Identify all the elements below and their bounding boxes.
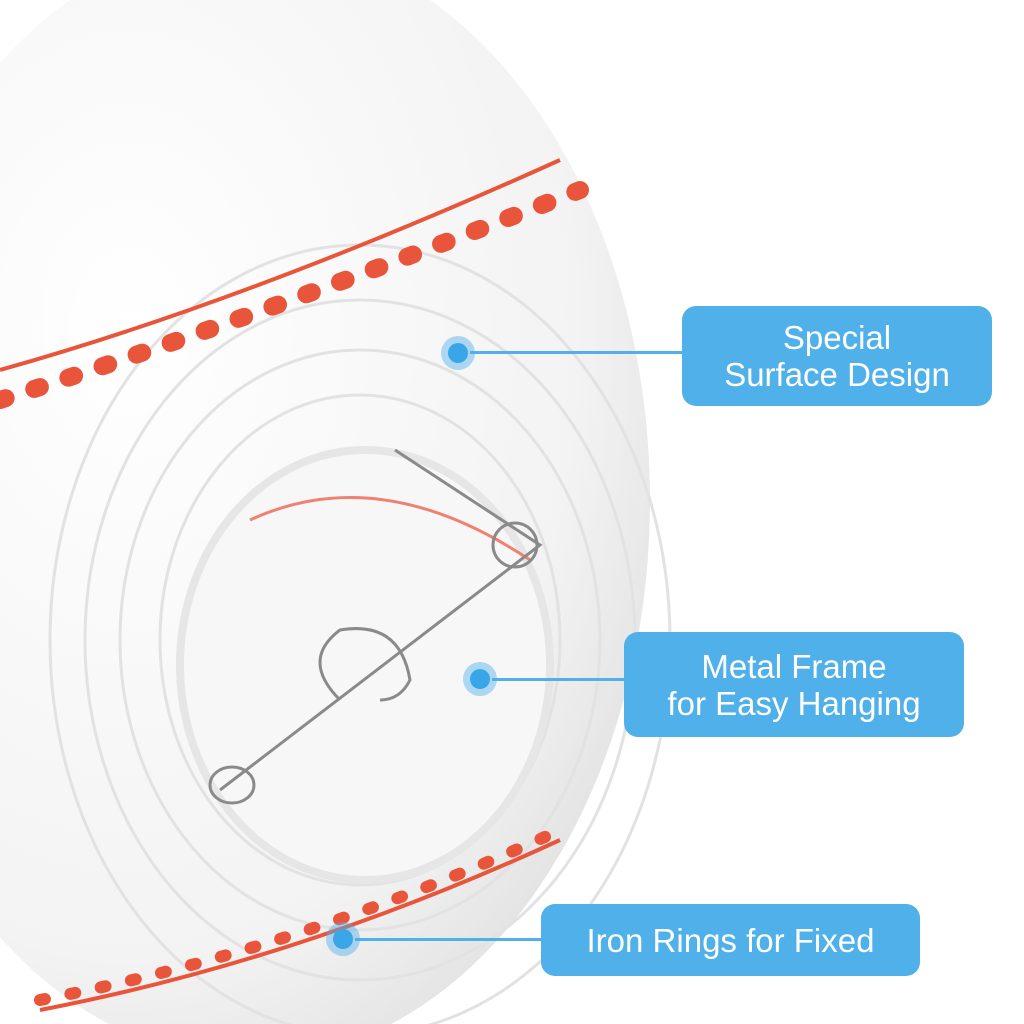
callout-text: Surface Design [724, 356, 950, 393]
stitch-seam-top [0, 158, 589, 409]
stitch-seam-bottom [34, 824, 566, 1012]
callout-dot-3 [326, 922, 360, 956]
callout-dot-2 [463, 662, 497, 696]
callout-text: for Easy Hanging [667, 684, 921, 722]
callout-surface-design: Special Surface Design [682, 306, 992, 406]
callout-metal-frame: Metal Frame for Easy Hanging [624, 632, 964, 737]
callout-text: Iron Rings for Fixed [586, 921, 875, 959]
callout-line-1 [470, 351, 684, 354]
metal-frame [208, 448, 543, 805]
lantern-opening [176, 446, 554, 884]
inner-stitch [249, 496, 531, 562]
callout-line-3 [355, 938, 543, 941]
callout-dot-1 [441, 336, 475, 370]
callout-text: Metal Frame [701, 647, 887, 685]
callout-text: Special [782, 319, 892, 356]
callout-line-2 [492, 678, 626, 681]
callout-iron-rings: Iron Rings for Fixed [541, 904, 920, 976]
